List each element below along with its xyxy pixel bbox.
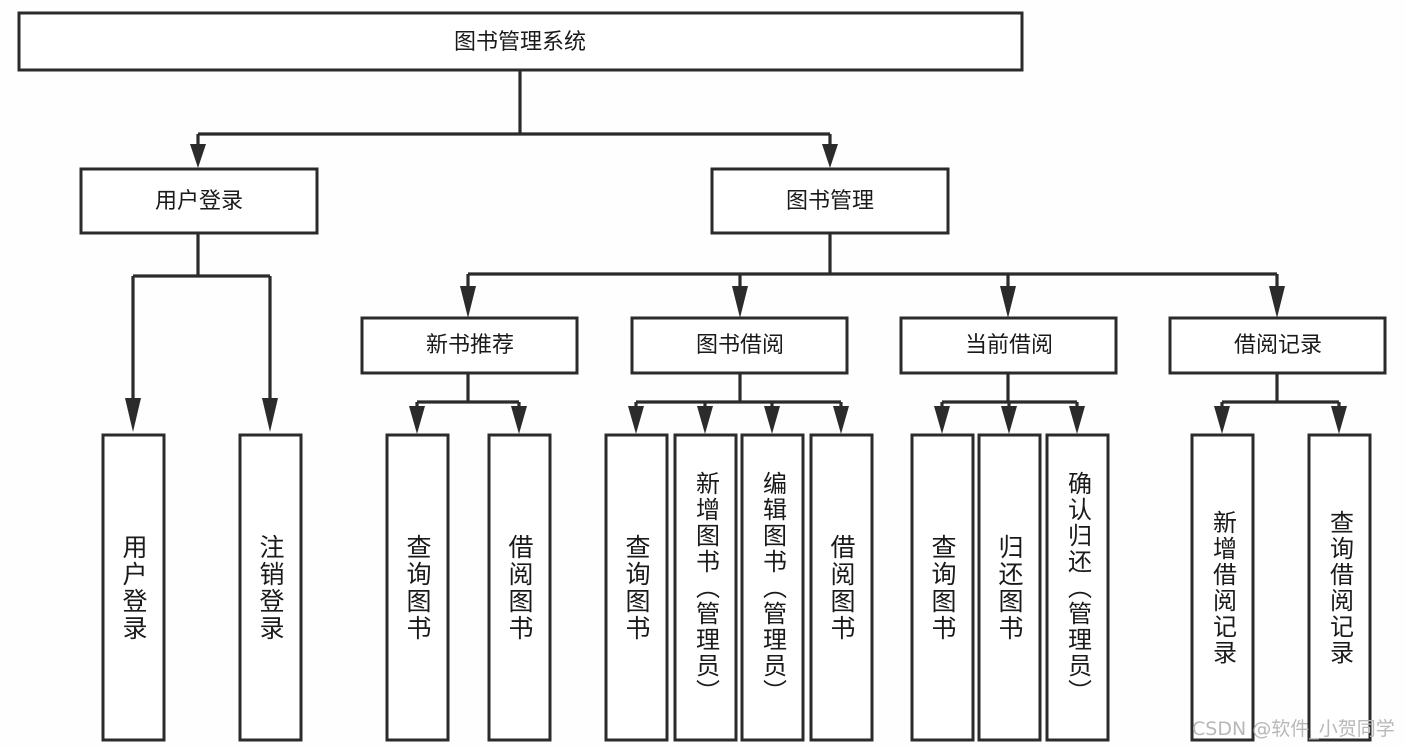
arrow-head-leaf-logout-login: [262, 398, 278, 432]
node-leaf-confirm-return-admin[interactable]: [1045, 433, 1110, 742]
node-leaf-user-login[interactable]: [101, 433, 166, 742]
arrow-head-leaf-borrow-book-1: [511, 406, 527, 434]
node-leaf-query-book-3[interactable]: [910, 433, 975, 742]
node-new-book-recommend[interactable]: [360, 316, 579, 375]
node-new-book-recommend-label: 新书推荐: [426, 333, 514, 358]
node-leaf-add-borrow-record[interactable]: [1190, 433, 1255, 742]
arrow-head-leaf-add-book-admin: [697, 406, 713, 434]
node-leaf-edit-book-admin[interactable]: [740, 433, 805, 742]
arrow-head-leaf-confirm-return-admin: [1069, 406, 1085, 434]
arrow-head-book-manage: [822, 144, 838, 168]
arrow-head-leaf-borrow-book-2: [833, 406, 849, 434]
node-book-borrow-label: 图书借阅: [696, 333, 784, 358]
node-leaf-return-book[interactable]: [977, 433, 1042, 742]
csdn-watermark: CSDN @软件_小贺同学: [1192, 718, 1395, 740]
connector-group-root: [190, 70, 838, 168]
arrow-head-leaf-query-borrow-record: [1331, 406, 1347, 434]
node-book-manage-label: 图书管理: [786, 189, 874, 214]
arrow-head-leaf-add-borrow-record: [1214, 406, 1230, 434]
arrow-head-leaf-query-book-3: [934, 406, 950, 434]
node-root[interactable]: [17, 11, 1024, 72]
node-book-manage[interactable]: [710, 167, 950, 235]
node-borrow-record-label: 借阅记录: [1234, 333, 1322, 358]
node-user-login[interactable]: [79, 167, 319, 235]
node-book-borrow[interactable]: [630, 316, 849, 375]
node-leaf-borrow-book-1[interactable]: [487, 433, 552, 742]
node-borrow-record[interactable]: [1168, 316, 1387, 375]
connector-group-book-manage: [460, 233, 1285, 318]
arrow-head-borrow-record: [1269, 286, 1285, 318]
arrow-head-leaf-edit-book-admin: [764, 406, 780, 434]
node-current-borrow-label: 当前借阅: [965, 333, 1053, 358]
node-root-label: 图书管理系统: [454, 30, 586, 55]
node-current-borrow[interactable]: [899, 316, 1118, 375]
node-leaf-query-book-1[interactable]: [385, 433, 450, 742]
connector-group-new-book-recommend: [409, 372, 527, 434]
arrow-head-leaf-query-book-1: [409, 406, 425, 434]
connector-group-book-borrow: [628, 372, 849, 434]
node-user-login-label: 用户登录: [155, 189, 243, 214]
connector-group-borrow-record: [1214, 372, 1347, 434]
arrow-head-book-borrow: [732, 286, 748, 318]
arrow-head-current-borrow: [1000, 286, 1016, 318]
arrow-head-new-book-recommend: [460, 286, 476, 318]
node-leaf-borrow-book-2[interactable]: [809, 433, 874, 742]
node-leaf-logout-login[interactable]: [238, 433, 303, 742]
connector-group-current-borrow: [934, 372, 1085, 434]
node-leaf-query-borrow-record[interactable]: [1307, 433, 1372, 742]
arrow-head-leaf-user-login: [125, 398, 141, 432]
arrow-head-leaf-return-book: [1001, 406, 1017, 434]
node-leaf-query-book-2[interactable]: [604, 433, 669, 742]
arrow-head-user-login: [190, 144, 206, 168]
arrow-head-leaf-query-book-2: [628, 406, 644, 434]
connector-group-user-login: [125, 233, 278, 432]
node-leaf-add-book-admin[interactable]: [673, 433, 738, 742]
